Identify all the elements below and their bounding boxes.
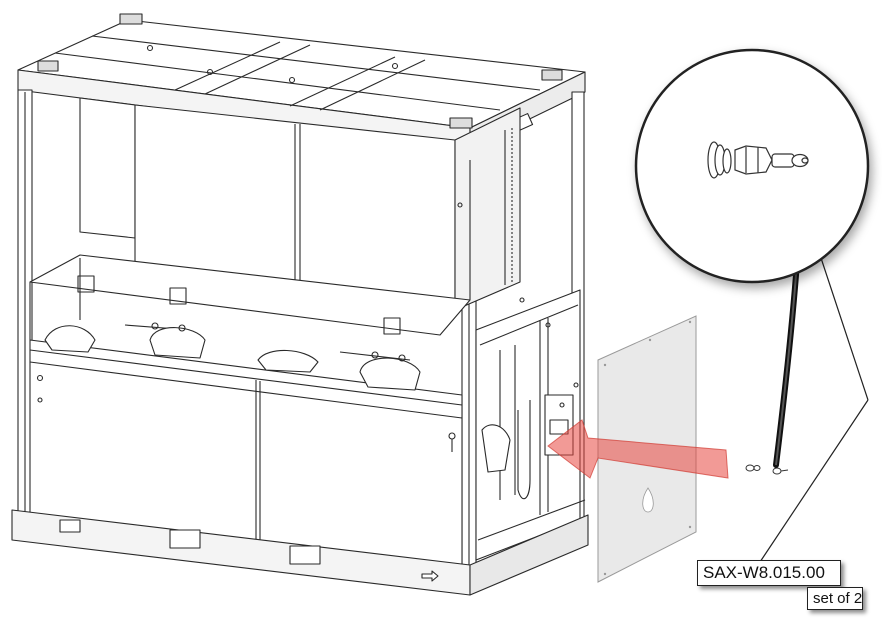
base-frame [11,499,589,596]
sheet-screw [603,363,607,367]
fan-assembly-right [257,349,421,391]
sheet-hole [642,487,654,513]
sheet-screw [688,320,692,324]
upper-module [79,97,525,311]
callout-leader [759,399,869,563]
part-number-label: SAX-W8.015.00 [697,560,841,586]
roof-frame [17,13,586,149]
insertion-direction-arrow [547,419,729,479]
small-parts [745,464,789,475]
detail-magnifier [634,48,870,468]
leader-line [819,254,869,401]
sheet-screw [648,338,652,342]
sheet-screw [688,525,692,529]
lower-body [29,254,471,571]
fitting-detail [707,141,809,179]
quantity-note-label: set of 2 [807,587,863,610]
side-service-bay [475,289,581,561]
sheet-screw [603,572,607,576]
fan-assembly-left [44,322,206,359]
